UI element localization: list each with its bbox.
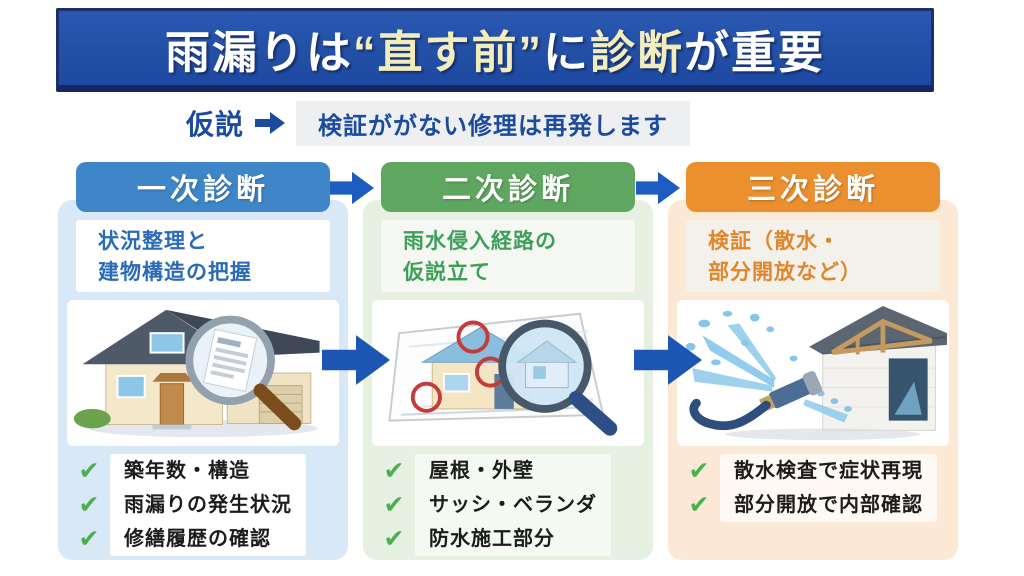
- stage-panel-primary: 一次診断 状況整理と 建物構造の把握: [58, 162, 348, 560]
- check-icons: ✔ ✔ ✔: [377, 454, 411, 556]
- check-icons: ✔ ✔: [682, 454, 716, 522]
- stage-description-line: 検証（散水・: [708, 230, 840, 253]
- checklist-item: 屋根・外壁: [429, 460, 534, 482]
- stage-header-primary: 一次診断: [76, 162, 330, 212]
- flow-arrow-icon: [634, 330, 702, 395]
- water-spray-test-image: [677, 300, 949, 446]
- flow-arrow-icon: [636, 170, 680, 211]
- blueprint-inspection-image: [372, 300, 644, 446]
- check-icon: ✔: [78, 525, 100, 553]
- checklist-item: 雨漏りの発生状況: [124, 494, 292, 516]
- stage-checklist-tertiary: ✔ ✔ 散水検査で症状再現 部分開放で内部確認: [682, 454, 937, 522]
- stage-description-secondary: 雨水侵入経路の 仮説立て: [381, 220, 635, 292]
- check-icons: ✔ ✔ ✔: [72, 454, 106, 556]
- check-icon: ✔: [688, 457, 710, 485]
- title-part: に: [542, 26, 590, 78]
- stage-description-line: 仮説立て: [403, 261, 491, 284]
- title-part-highlight: “直す前”: [352, 26, 543, 78]
- check-icon: ✔: [383, 457, 405, 485]
- stage-checklist-secondary: ✔ ✔ ✔ 屋根・外壁 サッシ・ベランダ 防水施工部分: [377, 454, 611, 556]
- checklist-items: 築年数・構造 雨漏りの発生状況 修繕履歴の確認: [110, 454, 306, 556]
- stage-description-primary: 状況整理と 建物構造の把握: [76, 220, 330, 292]
- hypothesis-text: 検証ががない修理は再発します: [296, 100, 691, 146]
- check-icon: ✔: [78, 491, 100, 519]
- stage-panel-secondary: 二次診断 雨水侵入経路の 仮説立て: [363, 162, 653, 560]
- right-arrow-icon: [254, 111, 286, 135]
- water-spray-illustration: [685, 305, 948, 441]
- hypothesis-label: 仮説: [186, 109, 245, 140]
- flow-arrow-icon: [330, 170, 374, 211]
- checklist-item: 築年数・構造: [124, 460, 250, 482]
- stage-description-line: 建物構造の把握: [98, 261, 252, 284]
- checklist-item: 防水施工部分: [429, 528, 555, 550]
- blueprint-with-magnifier-illustration: [388, 312, 618, 436]
- checklist-items: 散水検査で症状再現 部分開放で内部確認: [720, 454, 937, 522]
- house-inspection-image: [67, 300, 339, 446]
- stage-description-line: 状況整理と: [98, 230, 208, 253]
- stage-header-secondary: 二次診断: [381, 162, 635, 212]
- flow-arrow-icon: [322, 330, 390, 395]
- check-icon: ✔: [688, 491, 710, 519]
- checklist-item: サッシ・ベランダ: [429, 494, 597, 516]
- checklist-item: 散水検査で症状再現: [734, 460, 923, 482]
- stage-checklist-primary: ✔ ✔ ✔ 築年数・構造 雨漏りの発生状況 修繕履歴の確認: [72, 454, 306, 556]
- stage-panel-tertiary: 三次診断 検証（散水・ 部分開放など）: [668, 162, 958, 560]
- title-part: 雨漏りは: [164, 26, 353, 78]
- title-part: が重要: [684, 26, 826, 78]
- checklist-items: 屋根・外壁 サッシ・ベランダ 防水施工部分: [415, 454, 611, 556]
- hypothesis-note: 仮説 検証ががない修理は再発します: [186, 100, 691, 146]
- stage-header-tertiary: 三次診断: [686, 162, 940, 212]
- stage-description-line: 部分開放など）: [708, 261, 862, 284]
- title-banner: 雨漏りは “直す前” に 診断 が重要: [56, 8, 934, 92]
- stage-description-line: 雨水侵入経路の: [403, 230, 557, 253]
- house-with-magnifier-illustration: [73, 309, 320, 438]
- check-icon: ✔: [78, 457, 100, 485]
- check-icon: ✔: [383, 525, 405, 553]
- checklist-item: 修繕履歴の確認: [124, 528, 271, 550]
- checklist-item: 部分開放で内部確認: [734, 494, 923, 516]
- stage-description-tertiary: 検証（散水・ 部分開放など）: [686, 220, 940, 292]
- check-icon: ✔: [383, 491, 405, 519]
- title-part-highlight: 診断: [590, 26, 685, 78]
